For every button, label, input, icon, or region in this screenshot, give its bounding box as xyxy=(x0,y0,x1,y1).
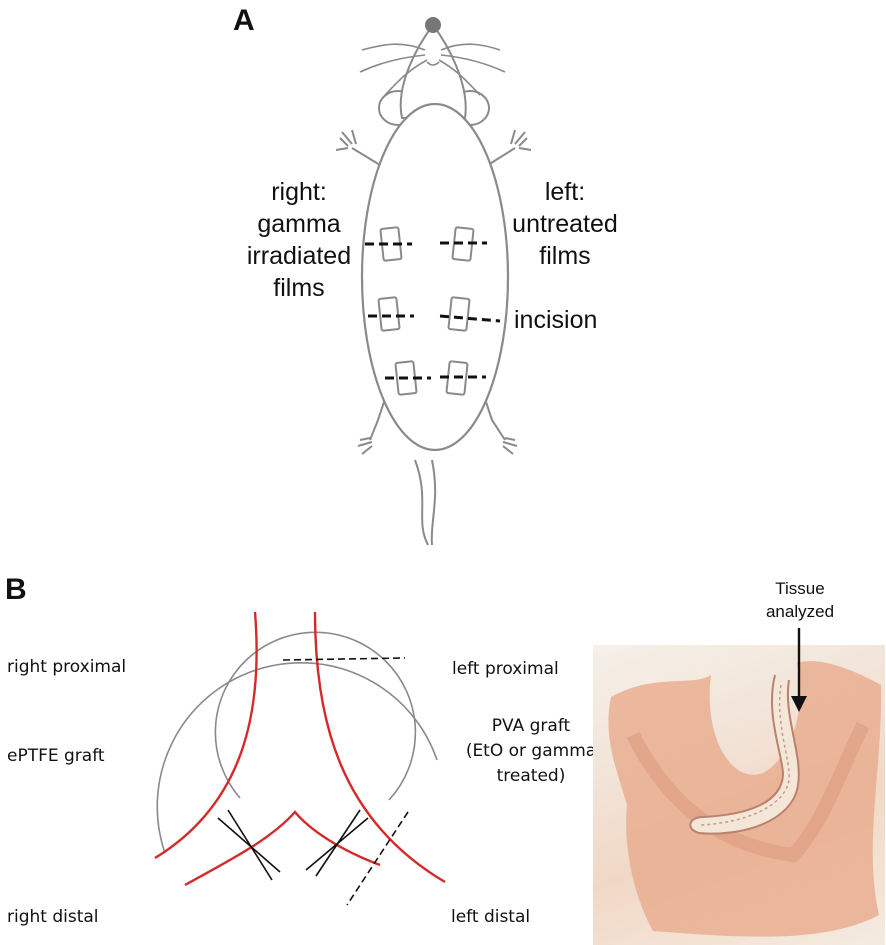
tissue-arrow xyxy=(0,0,886,945)
